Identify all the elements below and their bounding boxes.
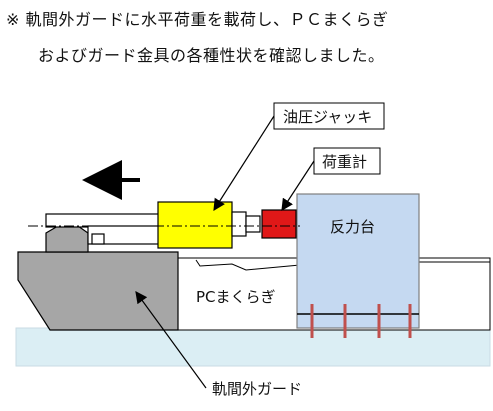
rail-web xyxy=(45,213,161,228)
guard-label: 軌間外ガード xyxy=(212,380,302,398)
load-cell-label: 荷重計 xyxy=(322,153,367,171)
jack-connector-2 xyxy=(245,215,261,233)
ground-base xyxy=(15,327,491,367)
caption-line-1: ※ 軌間外ガードに水平荷重を載荷し、ＰＣまくらぎ xyxy=(6,10,389,29)
load-cell xyxy=(261,209,297,239)
reaction-block xyxy=(296,193,420,329)
jack-connector xyxy=(231,211,247,237)
sleeper-label: PCまくらぎ xyxy=(196,288,276,306)
hydraulic-jack xyxy=(157,201,233,249)
guard-leader xyxy=(135,291,207,389)
load-cell-label-box xyxy=(313,147,381,175)
rail-clip xyxy=(91,233,105,245)
caption-line-2: およびガード金具の各種性状を確認しました。 xyxy=(38,46,385,65)
jack-label-box xyxy=(273,102,385,130)
outer-guard-rail xyxy=(17,251,179,331)
jack-leader xyxy=(213,115,275,212)
reaction-block-label: 反力台 xyxy=(330,218,375,236)
load-cell-leader xyxy=(281,160,315,212)
rail-head xyxy=(45,225,89,253)
jack-label: 油圧ジャッキ xyxy=(283,108,372,126)
